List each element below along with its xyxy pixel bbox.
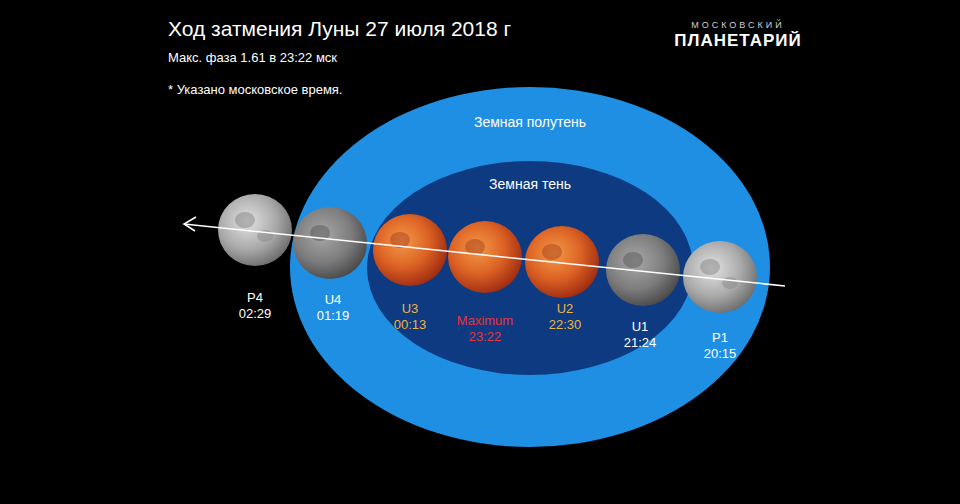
contact-time: 20:15	[704, 346, 737, 362]
contact-time: 21:24	[624, 335, 657, 351]
region-ellipse	[290, 87, 770, 447]
contact-time: 02:29	[239, 306, 272, 322]
contact-name: U1	[632, 319, 649, 335]
contact-time: 01:19	[317, 308, 350, 324]
logo-line: ПЛАНЕТАРИЙ	[674, 31, 801, 51]
contact-time: 00:13	[394, 317, 427, 333]
region-fill	[290, 87, 770, 447]
moon-full	[218, 194, 292, 266]
note: * Указано московское время.	[168, 82, 342, 98]
subtitle: Макс. фаза 1.61 в 23:22 мск	[168, 50, 337, 66]
contact-name: U3	[402, 301, 419, 317]
contact-name: U4	[325, 292, 342, 308]
moon-grey	[293, 207, 367, 279]
moon-path-arrow	[184, 217, 785, 286]
region-fill	[367, 161, 693, 375]
region-label: Земная тень	[367, 176, 693, 193]
contact-name: P1	[712, 330, 728, 346]
contact-time: 22:30	[549, 317, 582, 333]
maximum-time: 23:22	[469, 329, 502, 345]
region-label: Земная полутень	[290, 114, 770, 131]
penumbra-region: Земная полутеньЗемная тень	[290, 87, 770, 447]
maximum-name: Maximum	[457, 313, 513, 329]
contact-name: P4	[247, 290, 263, 306]
moon-grey	[606, 234, 680, 306]
contact-name: U2	[557, 301, 574, 317]
title: Ход затмения Луны 27 июля 2018 г	[168, 16, 511, 41]
moon-red	[525, 226, 599, 298]
logo-line: МОСКОВСКИЙ	[691, 20, 785, 31]
